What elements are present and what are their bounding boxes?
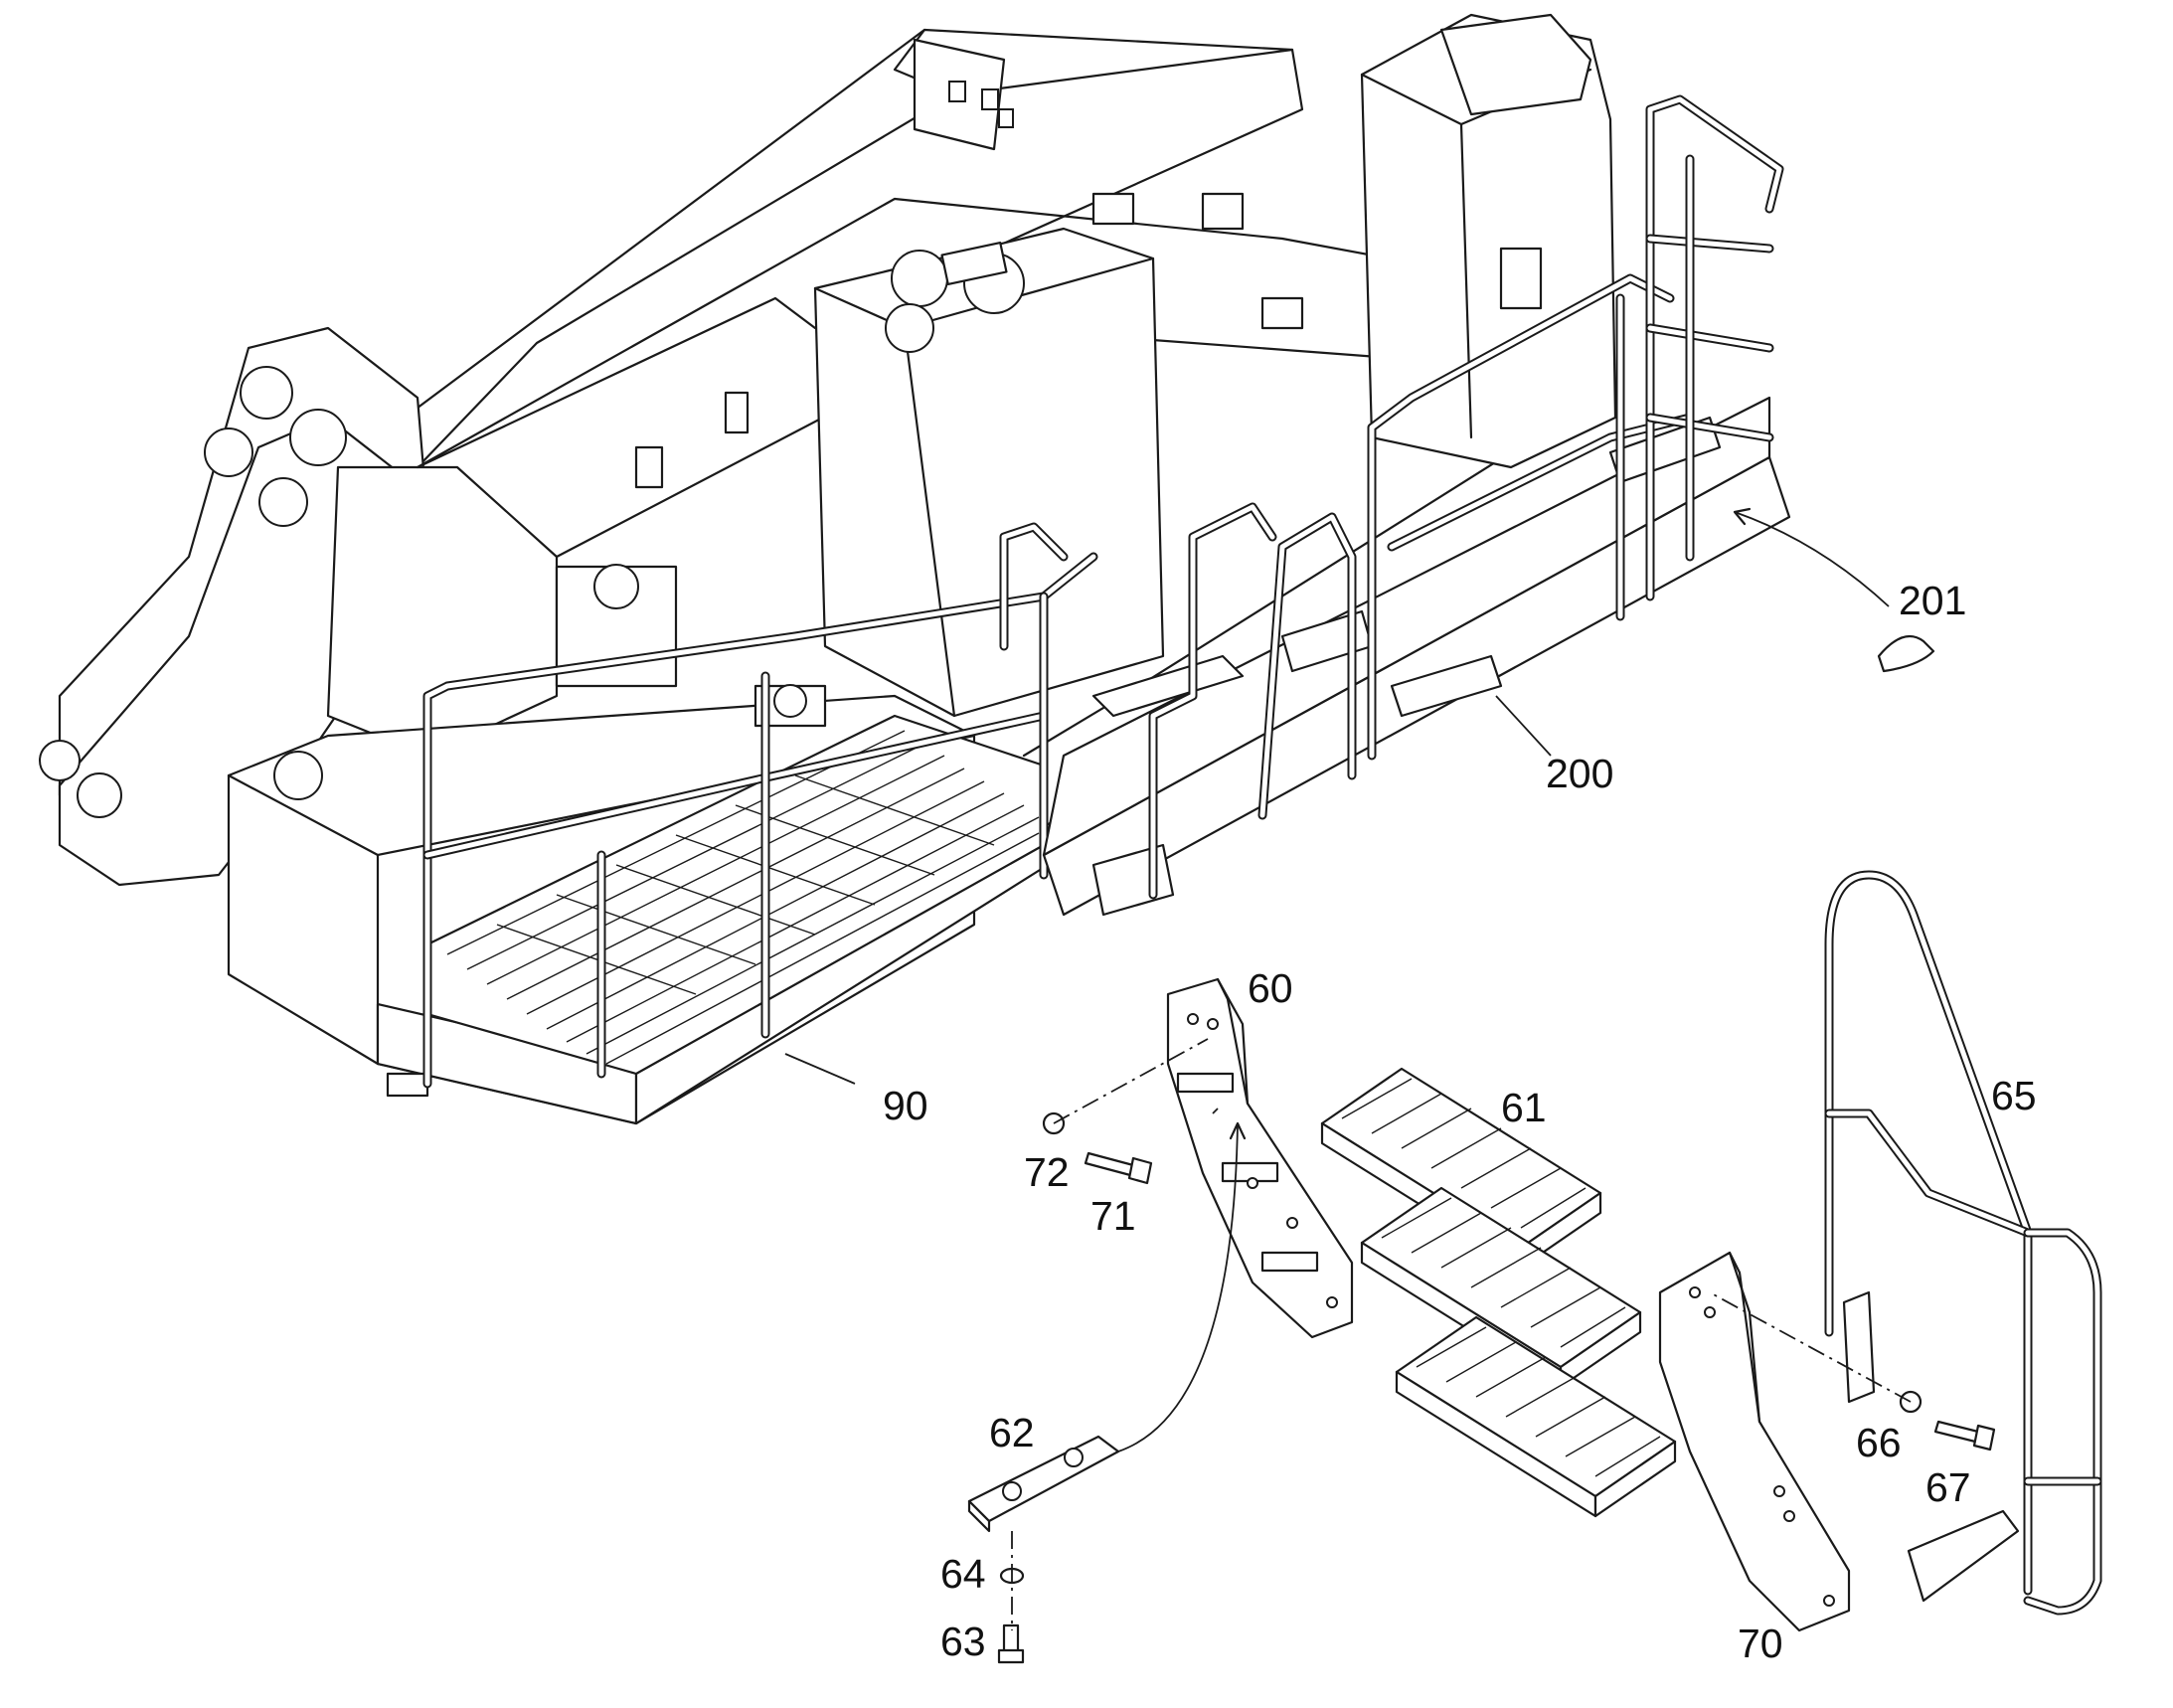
callout-labels: 201 200 90 60 61 65 72 71 62 64 63 66 67… — [883, 578, 2037, 1666]
callout-72: 72 — [1024, 1149, 1070, 1195]
assembly-lines — [784, 695, 1912, 1630]
callout-64: 64 — [940, 1551, 986, 1597]
part-70-stringer — [1658, 1251, 1851, 1632]
callout-65: 65 — [1991, 1073, 2037, 1118]
part-67-bolt — [1933, 1420, 1996, 1452]
part-201-cap — [1733, 507, 1935, 673]
step-tread-bottom — [1395, 1315, 1677, 1518]
callout-66: 66 — [1856, 1420, 1902, 1465]
callout-201: 201 — [1899, 578, 1966, 623]
callout-63: 63 — [940, 1619, 986, 1664]
carbody-frame — [39, 13, 1617, 887]
callout-67: 67 — [1925, 1464, 1971, 1510]
callout-61: 61 — [1501, 1085, 1547, 1130]
callout-200: 200 — [1546, 751, 1613, 796]
part-65-handrail — [1824, 870, 2102, 1616]
callout-71: 71 — [1090, 1193, 1136, 1239]
hardware — [967, 1111, 1996, 1664]
callout-62: 62 — [989, 1410, 1035, 1455]
part-71-bolt — [1084, 1151, 1153, 1185]
callout-70: 70 — [1738, 1621, 1783, 1666]
part-63-bolt — [997, 1623, 1025, 1664]
callout-90: 90 — [883, 1083, 928, 1128]
part-60-stringer — [1166, 977, 1354, 1339]
right-walkway-assembly — [1042, 94, 1791, 917]
callout-60: 60 — [1248, 965, 1293, 1011]
left-platform-assembly — [227, 522, 1098, 1125]
part-61-step-treads — [1320, 1067, 1677, 1518]
